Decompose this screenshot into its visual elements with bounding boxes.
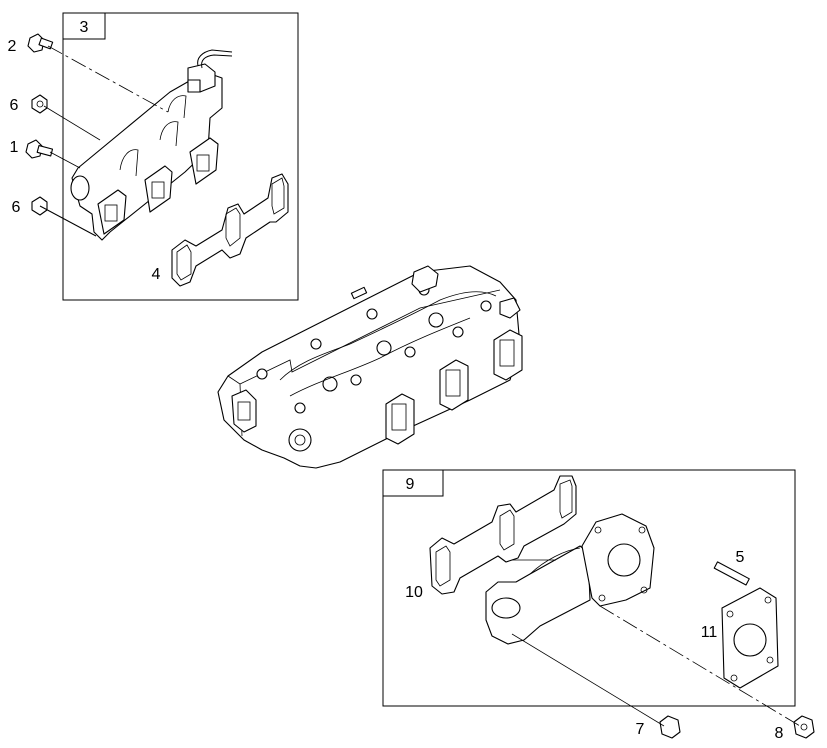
bolt-1 [25, 139, 54, 159]
stud-6-lower [31, 196, 97, 237]
callout-1: 1 [10, 139, 19, 156]
nut-8 [793, 715, 815, 739]
head-bolt-pattern [256, 284, 492, 414]
callout-4: 4 [152, 266, 161, 283]
group-3-label: 3 [80, 19, 89, 36]
callout-11: 11 [701, 624, 718, 641]
callout-7: 7 [636, 721, 645, 738]
callout-6-lower: 6 [12, 199, 21, 216]
callout-8: 8 [775, 725, 784, 742]
bolt-2 [27, 33, 54, 53]
exhaust-manifold [70, 49, 233, 241]
group-3-box: 3 [62, 12, 299, 301]
callout-10: 10 [405, 584, 423, 601]
callout-5: 5 [736, 549, 745, 566]
callout-6-upper: 6 [10, 97, 19, 114]
intake-gasket [429, 475, 577, 595]
group-9-box: 9 [382, 469, 796, 707]
stud-5 [713, 561, 750, 586]
nut-6-upper [31, 94, 48, 114]
flange-gasket [721, 587, 779, 689]
cylinder-head [217, 265, 523, 469]
group-9-label: 9 [406, 476, 415, 493]
manifold-gasket [171, 173, 289, 287]
intake-elbow [485, 513, 655, 645]
callout-2: 2 [8, 38, 17, 55]
nut-7 [659, 715, 681, 739]
